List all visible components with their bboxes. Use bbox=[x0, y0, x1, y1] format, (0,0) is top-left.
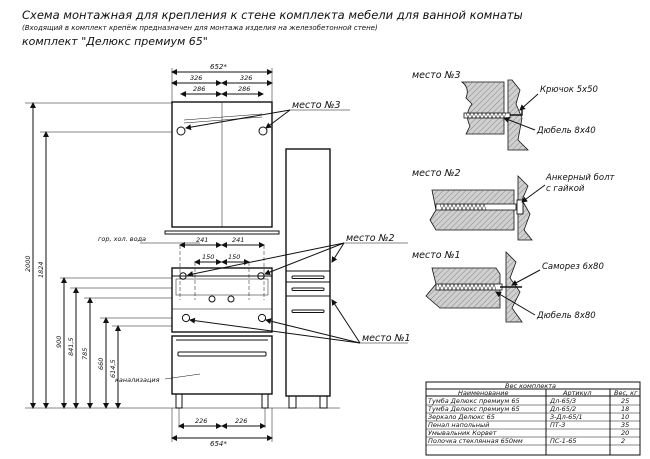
dim-b-left: 150 bbox=[202, 253, 214, 261]
table-cell: ПТ-3 bbox=[550, 421, 565, 429]
detail-2-title: место №2 bbox=[412, 168, 461, 179]
drain-label: канализация bbox=[115, 376, 160, 384]
detail-1-dowel: Дюбель 8x80 bbox=[536, 311, 596, 321]
table-cell: Тумба Делюкс премиум 65 bbox=[428, 405, 520, 413]
dim-height-900: 900 bbox=[55, 336, 63, 348]
dim-height-660: 660 bbox=[97, 358, 105, 370]
detail-2-nut: с гайкой bbox=[546, 184, 585, 194]
height-dimensions: 2000 1824 900 841,5 785 660 614,5 bbox=[24, 102, 340, 409]
table-cell: Умывальник Корвет bbox=[428, 429, 497, 437]
place-2-label: место №2 bbox=[346, 233, 395, 244]
mid-dimensions: гор, хол. вода 241 241 150 150 bbox=[98, 235, 265, 300]
mount-point-1-right bbox=[257, 313, 267, 323]
detail-2: место №2 Анкерный болт с гайкой bbox=[412, 168, 616, 241]
page-title: Схема монтажная для крепления к стене ко… bbox=[22, 8, 523, 22]
detail-3: место №3 Крючок 5x50 Дюбель 8x40 bbox=[412, 70, 598, 151]
table-cell: 25 bbox=[621, 397, 629, 405]
washbasin-cabinet bbox=[171, 267, 273, 333]
table-header-weight: Вес, кг bbox=[614, 389, 638, 397]
detail-1-title: место №1 bbox=[412, 250, 461, 261]
dim-height-785: 785 bbox=[81, 348, 89, 360]
dim-height-1824: 1824 bbox=[37, 261, 45, 278]
glass-shelf bbox=[164, 230, 280, 235]
table-caption: Вес комплекта bbox=[505, 382, 556, 390]
table-cell: Пенал напольный bbox=[428, 421, 489, 429]
detail-1: место №1 Саморез 6x80 Дюбель 8x80 bbox=[412, 250, 604, 323]
table-cell: 10 bbox=[621, 413, 629, 421]
table-cell: Полочка стеклянная 650мм bbox=[428, 437, 523, 445]
dim-leg-left: 226 bbox=[195, 417, 207, 425]
detail-3-hook: Крючок 5x50 bbox=[540, 85, 598, 95]
table-cell: 18 bbox=[621, 405, 629, 413]
table-cell: 20 bbox=[621, 429, 629, 437]
mount-point-1-left bbox=[181, 313, 191, 323]
dim-height-841: 841,5 bbox=[67, 337, 75, 356]
pipe-label: гор, хол. вода bbox=[98, 235, 146, 243]
dim-height-614: 614,5 bbox=[109, 359, 117, 378]
detail-3-dowel: Дюбель 8x40 bbox=[536, 126, 596, 136]
dim-total-bottom: 654* bbox=[210, 440, 227, 448]
dim-b-right: 150 bbox=[228, 253, 240, 261]
dim-a-left: 241 bbox=[196, 236, 208, 244]
mount-point-3-left bbox=[176, 126, 186, 136]
table-cell: Тумба Делюкс премиум 65 bbox=[428, 397, 520, 405]
dim-total-top: 652* bbox=[210, 63, 227, 71]
weight-table: Вес комплекта Наименование Артикул Вес, … bbox=[425, 381, 641, 456]
mount-point-2-left bbox=[179, 272, 187, 280]
dim-inner-right: 286 bbox=[238, 85, 250, 93]
tall-cabinet bbox=[285, 148, 331, 409]
kit-name: комплект "Делюкс премиум 65" bbox=[22, 35, 208, 48]
top-dimensions: 652* 326 326 286 286 bbox=[171, 63, 273, 104]
place-1-label: место №1 bbox=[362, 333, 411, 344]
lower-cabinet: канализация bbox=[115, 335, 273, 409]
detail-2-anchor: Анкерный болт bbox=[545, 173, 616, 183]
dim-a-right: 241 bbox=[232, 236, 244, 244]
table-cell: Зеркало Делюкс 65 bbox=[428, 413, 495, 421]
dim-inner-left: 286 bbox=[193, 85, 205, 93]
detail-1-screw: Саморез 6x80 bbox=[542, 262, 604, 272]
mount-point-2-right bbox=[257, 272, 265, 280]
dim-half-left: 326 bbox=[190, 74, 202, 82]
detail-3-title: место №3 bbox=[412, 70, 461, 81]
place-labels: место №3 место №2 место №1 bbox=[185, 100, 411, 344]
table-header-article: Артикул bbox=[562, 389, 592, 397]
mirror bbox=[171, 101, 273, 228]
mount-point-3-right bbox=[258, 126, 268, 136]
table-cell: Дл-65/2 bbox=[549, 405, 576, 413]
dim-half-right: 326 bbox=[240, 74, 252, 82]
page-subtitle: (Входящий в комплект крепёж предназначен… bbox=[22, 24, 378, 32]
table-cell: ПС-1-65 bbox=[550, 437, 577, 445]
table-header-name: Наименование bbox=[458, 389, 509, 397]
table-cell: Дл-65/3 bbox=[549, 397, 576, 405]
dim-height-2000: 2000 bbox=[24, 255, 32, 272]
table-cell: 2 bbox=[621, 437, 625, 445]
table-cell: З-Дл-65/1 bbox=[550, 413, 583, 421]
dim-leg-right: 226 bbox=[235, 417, 247, 425]
table-cell: 35 bbox=[621, 421, 629, 429]
bottom-dimensions: 226 226 654* bbox=[171, 408, 273, 448]
place-3-label: место №3 bbox=[292, 100, 341, 111]
